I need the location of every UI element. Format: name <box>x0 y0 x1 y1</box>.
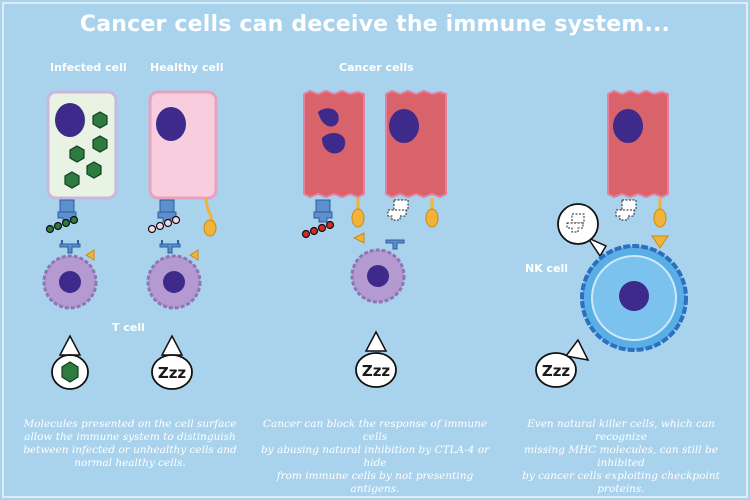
label-cancer-cells: Cancer cells <box>339 61 414 74</box>
t-cell-left-nucleus <box>59 271 81 293</box>
cancer-cell-2 <box>385 89 447 199</box>
pd-l1-ligand-cancer <box>425 198 439 228</box>
caption-left-line-1: Molecules presented on the cell surface <box>23 418 237 430</box>
t-cell-receptor-middle <box>159 240 181 254</box>
caption-middle: Cancer can block the response of immune … <box>252 418 498 496</box>
healthy-mhc-molecule <box>147 199 181 234</box>
caption-right-line-3: by cancer cells exploiting checkpoint pr… <box>522 470 720 495</box>
t-cell-middle-nucleus <box>163 271 185 293</box>
ctla4-receptor <box>352 232 365 244</box>
sleep-text-left: Zzz <box>158 364 187 382</box>
checkpoint-ligand-left <box>85 249 95 261</box>
checkpoint-receptor-middle <box>189 249 199 261</box>
sleep-bubble-right: Zzz <box>535 338 590 388</box>
t-cell-left <box>42 254 98 310</box>
cancer-cell-1-nucleus-b <box>322 133 346 154</box>
caption-middle-line-2: by abusing natural inhibition by CTLA-4 … <box>260 444 490 469</box>
infected-cell-nucleus <box>55 103 85 137</box>
cancer-cell-1-nucleus-a <box>318 108 339 127</box>
t-cell-cancer <box>350 248 406 304</box>
t-cell-receptor-cancer <box>385 239 405 250</box>
missing-mhc-icon <box>566 213 585 233</box>
nk-checkpoint-receptor <box>651 235 669 249</box>
missing-mhc-outline-nk <box>615 199 637 221</box>
nk-cell-nucleus <box>619 281 649 311</box>
healthy-cell-nucleus <box>156 107 186 141</box>
caption-middle-line-1: Cancer can block the response of immune … <box>262 418 488 443</box>
cancer-cell-1 <box>303 89 365 199</box>
sleep-text-right: Zzz <box>542 362 571 380</box>
caption-right-line-2: missing MHC molecules, can still be inhi… <box>524 444 718 469</box>
caption-right: Even natural killer cells, which can rec… <box>502 418 740 496</box>
caption-left: Molecules presented on the cell surface … <box>18 418 242 470</box>
caption-left-line-4: normal healthy cells. <box>74 457 186 469</box>
nk-cell <box>580 244 688 352</box>
sleep-bubble-middle: Zzz <box>355 330 397 388</box>
label-nk-cell: NK cell <box>525 262 569 275</box>
caption-middle-line-3: from immune cells by not presenting anti… <box>276 470 474 495</box>
cancer-mhc-molecule <box>301 199 335 239</box>
infected-mhc-molecule <box>45 199 79 234</box>
t-cell-middle <box>146 254 202 310</box>
label-healthy-cell: Healthy cell <box>150 61 224 74</box>
healthy-cell <box>148 90 218 200</box>
virus-icon <box>61 361 79 383</box>
label-infected-cell: Infected cell <box>50 61 127 74</box>
label-t-cell: T cell <box>112 321 145 334</box>
cancer-cell-3-nucleus <box>613 109 643 143</box>
ctla4-ligand <box>351 198 365 228</box>
t-cell-receptor-left <box>59 240 81 254</box>
pd-l1-ligand-healthy <box>203 197 217 237</box>
missing-mhc-outline-cancer <box>387 199 409 221</box>
tumor-antigen-chain <box>301 220 335 239</box>
t-cell-cancer-nucleus <box>367 265 389 287</box>
sleep-bubble-left: Zzz <box>151 334 193 390</box>
thought-bubble-virus <box>51 334 89 390</box>
caption-left-line-2: allow the immune system to distinguish <box>24 431 236 443</box>
caption-left-line-3: between infected or unhealthy cells and <box>23 444 237 456</box>
virus-particles <box>64 111 108 189</box>
caption-right-line-1: Even natural killer cells, which can rec… <box>527 418 715 443</box>
infected-cell <box>46 90 118 200</box>
thought-bubble-missing-mhc <box>557 203 608 258</box>
self-antigen-chain <box>147 215 181 234</box>
pd-l1-ligand-nk <box>653 198 667 228</box>
viral-antigen-chain <box>45 215 79 234</box>
cancer-cell-3 <box>607 89 669 199</box>
cancer-cell-2-nucleus <box>389 109 419 143</box>
diagram-title: Cancer cells can deceive the immune syst… <box>79 12 671 37</box>
sleep-text-middle: Zzz <box>362 362 391 380</box>
